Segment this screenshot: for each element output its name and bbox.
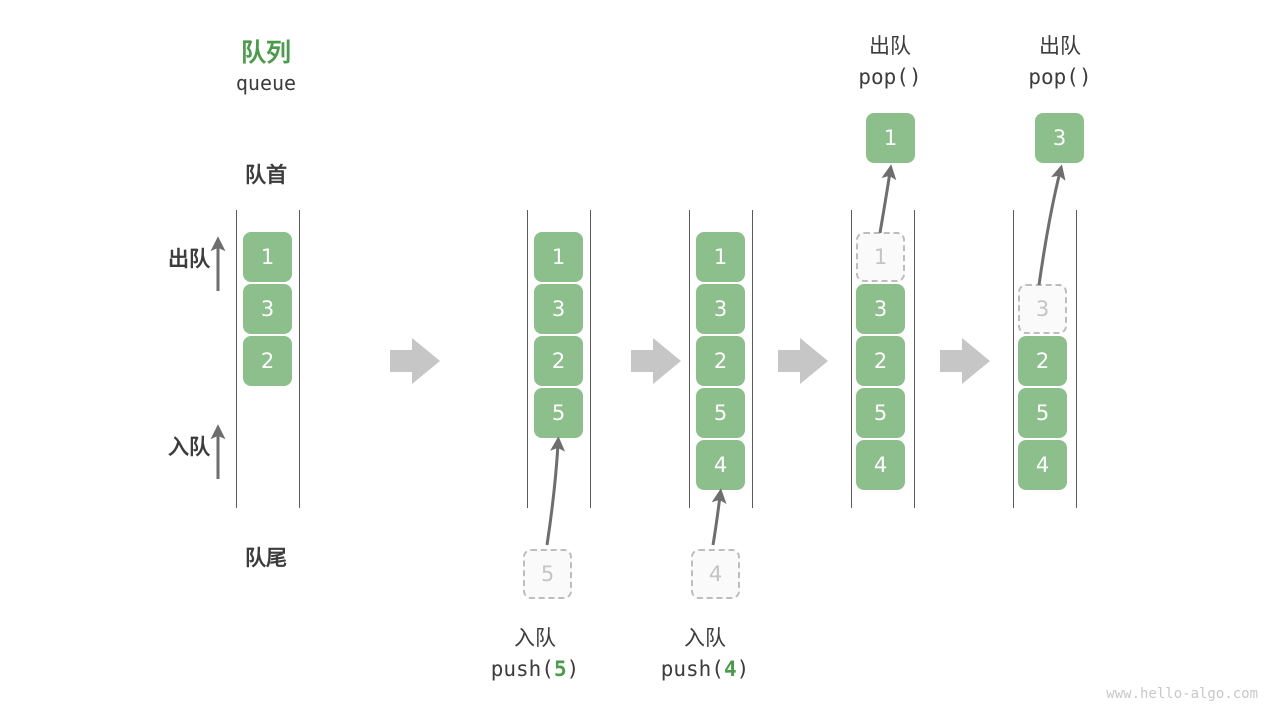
queue-cell: 1 xyxy=(534,232,583,282)
queue-rail-right-2 xyxy=(590,210,591,508)
queue-cell: 5 xyxy=(534,388,583,438)
pop-1-code-prefix: pop( xyxy=(858,65,909,89)
queue-rail-right-4 xyxy=(914,210,915,508)
queue-rail-right-5 xyxy=(1076,210,1077,508)
push-4-op-code: push(4) xyxy=(625,657,785,681)
push-5-code-num: 5 xyxy=(553,657,567,681)
push-4-arrow xyxy=(711,488,727,546)
queue-rail-left-3 xyxy=(689,210,690,508)
queue-cell: 3 xyxy=(534,284,583,334)
queue-rail-left-1 xyxy=(236,210,237,508)
step-arrow-1 xyxy=(390,338,440,384)
queue-cell: 1 xyxy=(243,232,292,282)
step-arrow-4 xyxy=(940,338,990,384)
dequeue-side-label: 出队 xyxy=(168,248,210,271)
queue-cell: 2 xyxy=(534,336,583,386)
queue-cell-ghost: 4 xyxy=(691,549,740,599)
queue-rail-left-5 xyxy=(1013,210,1014,508)
pop-1-op-code: pop() xyxy=(810,65,970,89)
pop-3-arrow xyxy=(1037,164,1066,286)
push-5-code-prefix: push( xyxy=(490,657,554,681)
queue-cell-ghost: 1 xyxy=(856,232,905,282)
popped-cell: 1 xyxy=(866,113,915,163)
push-5-code-suffix: ) xyxy=(566,657,580,681)
push-5-op-code: push(5) xyxy=(455,657,615,681)
diagram-title-cn: 队列 xyxy=(240,39,291,67)
queue-cell: 5 xyxy=(696,388,745,438)
pop-3-code-prefix: pop( xyxy=(1028,65,1079,89)
front-label: 队首 xyxy=(245,164,287,187)
queue-rail-left-2 xyxy=(527,210,528,508)
push-5-op-cn: 入队 xyxy=(514,627,556,650)
pop-1-code-suffix: ) xyxy=(908,65,922,89)
push-5-arrow xyxy=(545,436,566,546)
push-4-code-prefix: push( xyxy=(660,657,724,681)
pop-1-arrow xyxy=(878,164,897,234)
queue-rail-right-3 xyxy=(752,210,753,508)
watermark: www.hello-algo.com xyxy=(1106,686,1258,702)
queue-cell: 5 xyxy=(856,388,905,438)
queue-cell: 3 xyxy=(856,284,905,334)
push-4-code-suffix: ) xyxy=(736,657,750,681)
queue-cell: 4 xyxy=(1018,440,1067,490)
queue-rail-right-1 xyxy=(299,210,300,508)
queue-rail-left-4 xyxy=(851,210,852,508)
enqueue-side-label: 入队 xyxy=(168,436,210,459)
diagram-title-en: queue xyxy=(235,71,297,95)
queue-cell: 2 xyxy=(856,336,905,386)
pop-3-op-code: pop() xyxy=(980,65,1140,89)
pop-1-op-cn: 出队 xyxy=(869,35,911,58)
queue-cell: 2 xyxy=(1018,336,1067,386)
push-4-op-cn: 入队 xyxy=(684,627,726,650)
queue-cell-ghost: 3 xyxy=(1018,284,1067,334)
queue-cell: 3 xyxy=(696,284,745,334)
queue-cell: 1 xyxy=(696,232,745,282)
rear-label: 队尾 xyxy=(245,547,287,570)
pop-3-op-cn: 出队 xyxy=(1039,35,1081,58)
queue-cell: 3 xyxy=(243,284,292,334)
pop-3-code-suffix: ) xyxy=(1078,65,1092,89)
queue-cell: 2 xyxy=(243,336,292,386)
queue-cell: 2 xyxy=(696,336,745,386)
push-4-code-num: 4 xyxy=(723,657,737,681)
step-arrow-3 xyxy=(778,338,828,384)
popped-cell: 3 xyxy=(1035,113,1084,163)
step-arrow-2 xyxy=(631,338,681,384)
queue-cell-ghost: 5 xyxy=(523,549,572,599)
queue-cell: 5 xyxy=(1018,388,1067,438)
queue-cell: 4 xyxy=(696,440,745,490)
queue-cell: 4 xyxy=(856,440,905,490)
